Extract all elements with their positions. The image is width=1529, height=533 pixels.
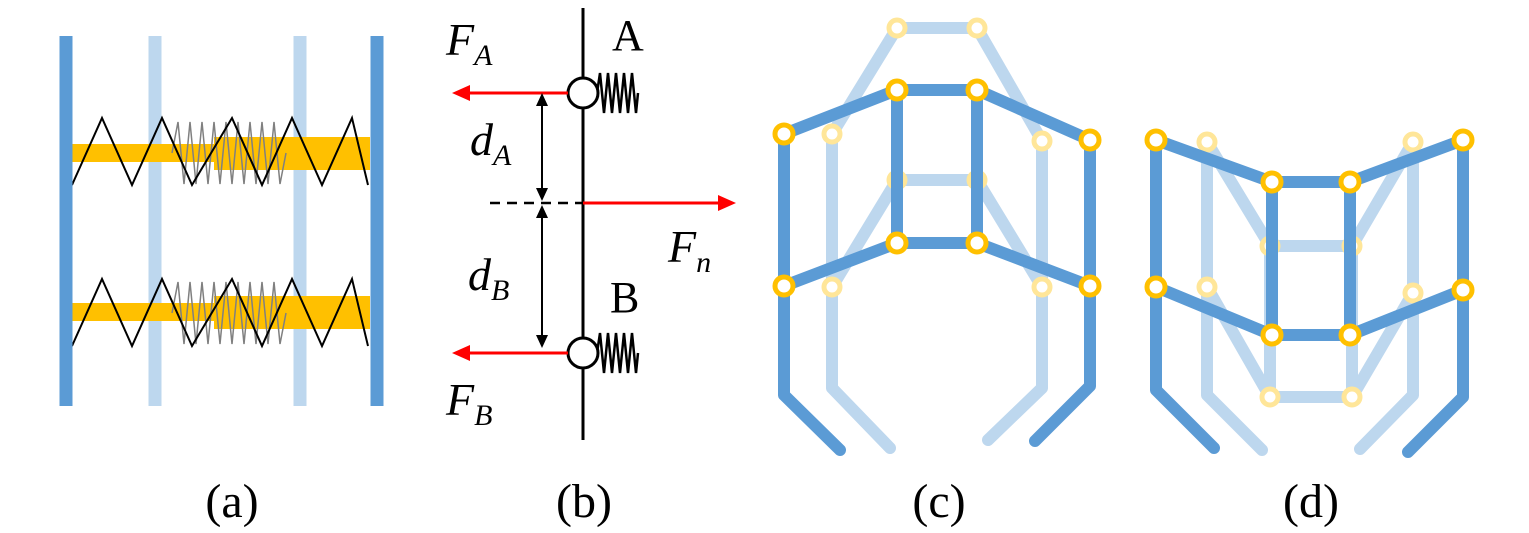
label-dist-a: dA bbox=[470, 114, 512, 172]
black-springs bbox=[71, 114, 369, 349]
caption-a: (a) bbox=[205, 475, 258, 528]
label-point-a: A bbox=[612, 11, 644, 60]
panel-d: (d) bbox=[1144, 128, 1475, 528]
hinge-a bbox=[566, 76, 600, 110]
foreground-frame bbox=[1150, 134, 1469, 458]
background-frame bbox=[1201, 136, 1419, 456]
panel-b: A B FA FB Fn dA dB (b) bbox=[445, 8, 736, 528]
label-force-n: Fn bbox=[667, 221, 711, 279]
caption-c: (c) bbox=[912, 475, 965, 528]
foreground-frame bbox=[778, 84, 1096, 456]
panel-c: (c) bbox=[772, 17, 1102, 528]
light-rails bbox=[148, 36, 307, 406]
dark-rails bbox=[59, 36, 384, 406]
foreground-joints bbox=[1144, 128, 1475, 347]
force-n-arrowhead bbox=[718, 195, 736, 211]
caption-d: (d) bbox=[1283, 475, 1339, 528]
spring-b bbox=[595, 332, 640, 374]
label-force-b: FB bbox=[445, 374, 492, 432]
label-point-b: B bbox=[610, 273, 639, 322]
hinge-b bbox=[566, 336, 600, 370]
label-dist-b: dB bbox=[468, 249, 509, 307]
orange-bars bbox=[72, 137, 370, 329]
panel-a: (a) bbox=[59, 36, 384, 528]
spring-a bbox=[595, 72, 640, 114]
foreground-joints bbox=[772, 78, 1102, 298]
caption-b: (b) bbox=[556, 475, 612, 528]
dimension-lines bbox=[536, 93, 548, 348]
force-b-arrowhead bbox=[452, 345, 470, 361]
label-force-a: FA bbox=[445, 14, 493, 72]
force-a-arrowhead bbox=[452, 85, 470, 101]
force-arrows bbox=[452, 85, 736, 361]
